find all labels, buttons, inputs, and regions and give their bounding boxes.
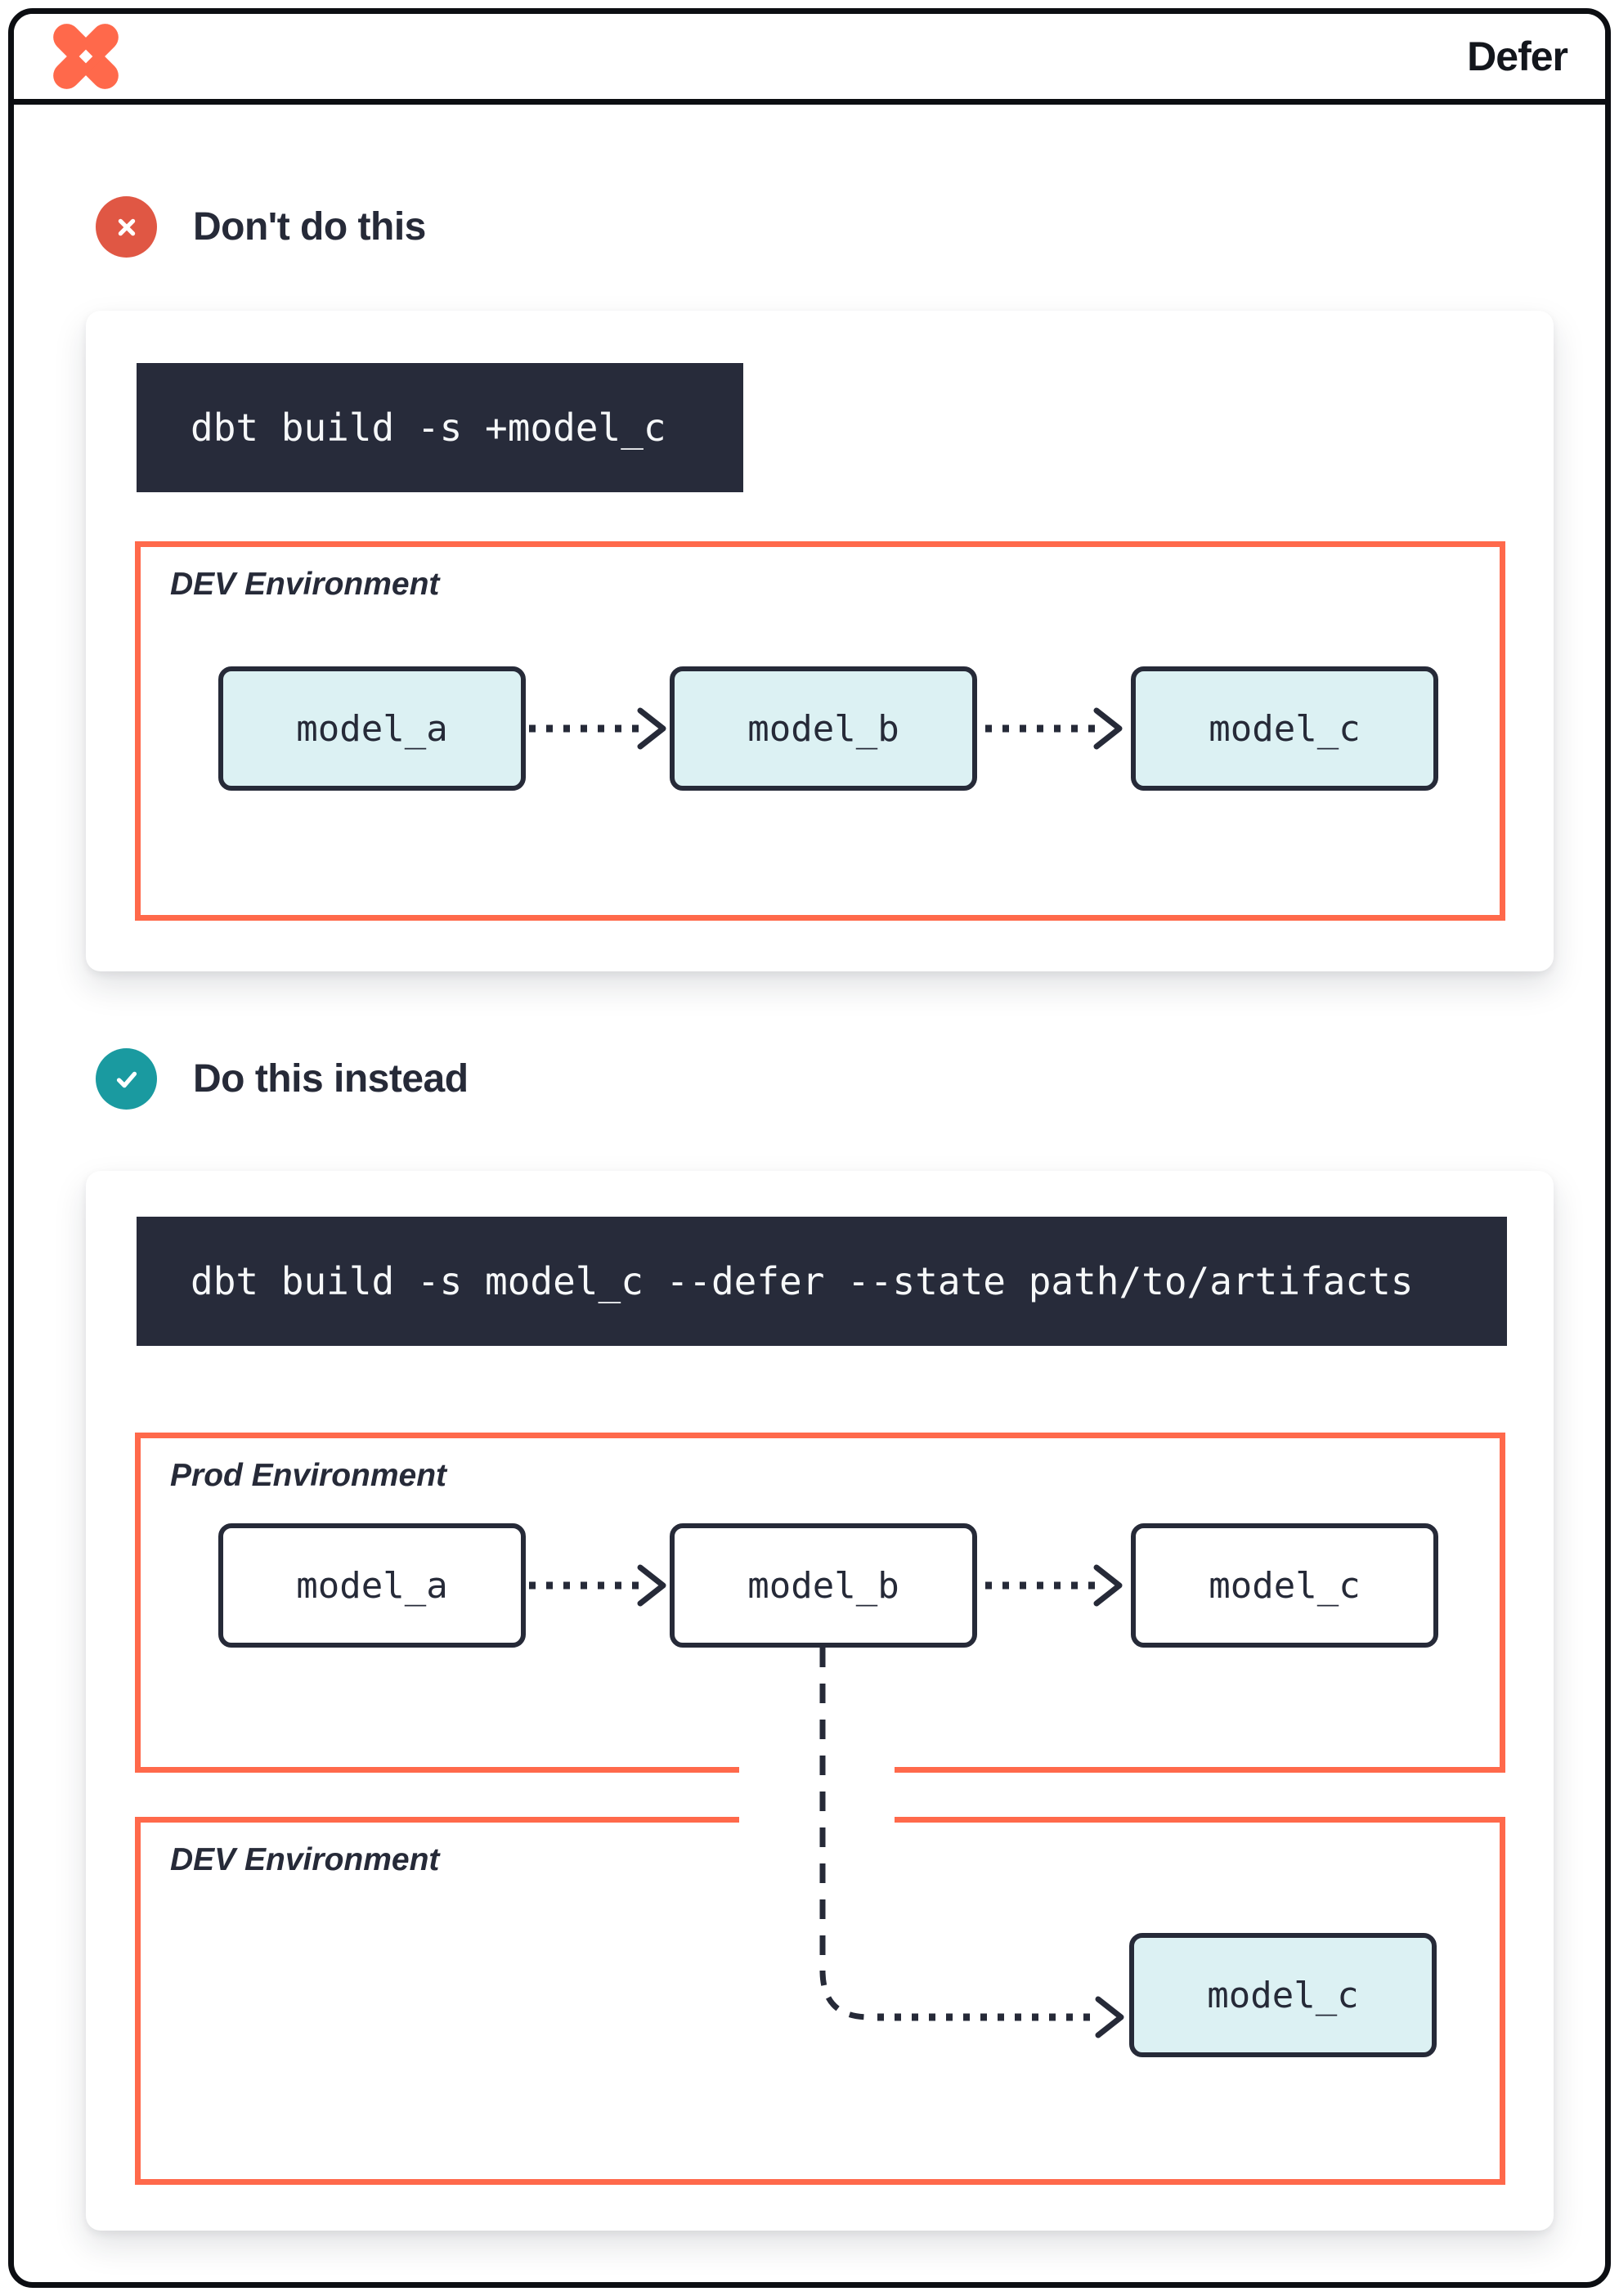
dev-environment-box-1: DEV Environment model_a model_b model_c <box>135 541 1505 921</box>
model-c-box: model_c <box>1131 1523 1438 1648</box>
model-b-box: model_b <box>670 1523 977 1648</box>
model-c-box: model_c <box>1129 1933 1437 2057</box>
page-title: Defer <box>1467 34 1568 79</box>
dev-environment-label-1: DEV Environment <box>170 567 440 602</box>
model-b-box: model_b <box>670 666 977 791</box>
prod-environment-label: Prod Environment <box>170 1458 447 1493</box>
section-do-heading: Do this instead <box>96 1048 469 1110</box>
dev-environment-box-2: DEV Environment model_c <box>135 1817 1505 2185</box>
dev-environment-label-2: DEV Environment <box>170 1842 440 1877</box>
header: Defer <box>14 14 1605 105</box>
model-a-box: model_a <box>218 1523 526 1648</box>
x-circle-icon <box>96 196 157 258</box>
model-c-box: model_c <box>1131 666 1438 791</box>
dev-border-gap <box>739 1817 895 1823</box>
section-dont-heading: Don't do this <box>96 196 426 258</box>
do-command-code-block: dbt build -s model_c --defer --state pat… <box>137 1217 1507 1346</box>
do-card: dbt build -s model_c --defer --state pat… <box>86 1171 1554 2231</box>
prod-border-gap <box>739 1767 895 1773</box>
section-dont-title: Don't do this <box>193 205 426 249</box>
section-do-title: Do this instead <box>193 1057 469 1101</box>
dashed-arrow-icon <box>529 1564 666 1607</box>
dashed-arrow-icon <box>985 707 1123 750</box>
dont-command-code-block: dbt build -s +model_c <box>137 363 743 492</box>
model-a-box: model_a <box>218 666 526 791</box>
dont-card: dbt build -s +model_c DEV Environment mo… <box>86 311 1554 971</box>
content: Don't do this dbt build -s +model_c DEV … <box>14 105 1605 2282</box>
dashed-arrow-icon <box>529 707 666 750</box>
dbt-logo-icon <box>53 24 119 89</box>
check-circle-icon <box>96 1048 157 1110</box>
prod-environment-box: Prod Environment model_a model_b model_c <box>135 1433 1505 1773</box>
page-frame: Defer Don't do this dbt build -s +model_… <box>8 8 1611 2288</box>
dashed-arrow-icon <box>985 1564 1123 1607</box>
